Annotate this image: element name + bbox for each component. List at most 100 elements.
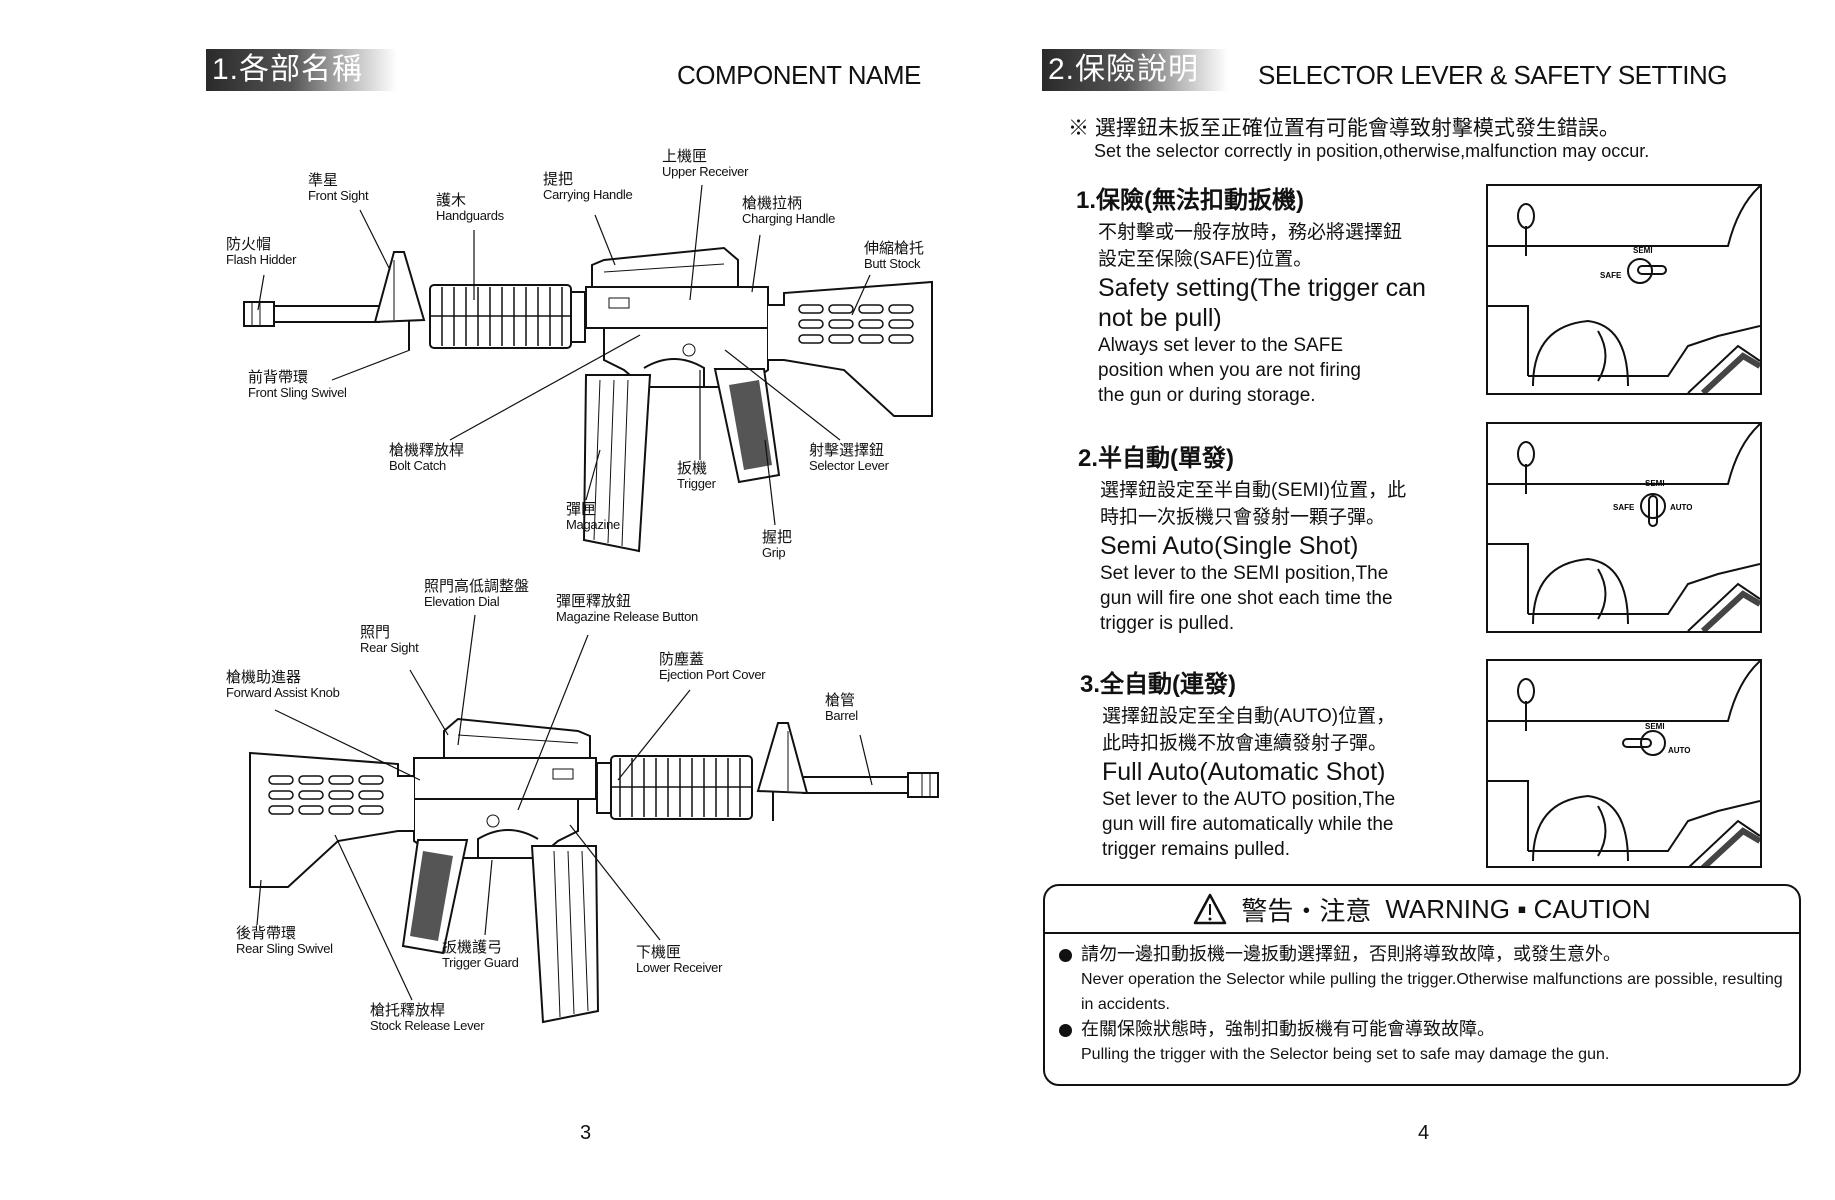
section-zh-line: 設定至保險(SAFE)位置。 — [1098, 249, 1313, 270]
label-zh: 扳機 — [677, 460, 708, 477]
bullet-icon — [1059, 948, 1072, 962]
warning-title: 警告・注意 WARNING ▪ CAUTION — [1045, 886, 1799, 934]
label-en: Rear Sight — [360, 639, 419, 655]
section-zh-line: 不射擊或一般存放時，務必將選擇鈕 — [1098, 222, 1403, 243]
label-zh: 彈匣 — [566, 501, 597, 518]
section-zh-line: 此時扣扳機不放會連續發射子彈。 — [1102, 733, 1388, 754]
section-en-heading: Full Auto(Automatic Shot) — [1102, 758, 1386, 786]
label-zh: 伸縮槍托 — [864, 240, 925, 257]
mark-safe: SAFE — [1600, 271, 1622, 280]
section-zh-line: 選擇鈕設定至半自動(SEMI)位置，此 — [1100, 480, 1407, 501]
lower-receiver-illustration: SEMI SAFE AUTO — [1488, 423, 1762, 634]
warning-title-zh: 警告・注意 — [1241, 895, 1372, 926]
label-en: Butt Stock — [864, 255, 921, 271]
section-en-line: gun will fire one shot each time the — [1100, 588, 1393, 609]
label-zh: 提把 — [543, 171, 574, 188]
label-zh: 護木 — [436, 192, 467, 209]
label-en: Magazine — [566, 516, 620, 532]
mark-safe: SAFE — [1613, 503, 1635, 512]
warning-item-en: Pulling the trigger with the Selector be… — [1081, 1046, 1610, 1063]
section-en-heading: Semi Auto(Single Shot) — [1100, 532, 1359, 560]
label-zh: 槍機助進器 — [226, 669, 302, 686]
note-en: Set the selector correctly in position,o… — [1094, 141, 1650, 161]
label-en: Front Sling Swivel — [248, 384, 347, 400]
label-zh: 槍機拉柄 — [742, 195, 803, 212]
page-title-selector-safety: SELECTOR LEVER & SAFETY SETTING — [1258, 60, 1728, 90]
warning-triangle-icon — [1194, 893, 1227, 925]
section-heading: 2.半自動(單發) — [1078, 445, 1234, 472]
section-en-line: Set lever to the AUTO position,The — [1102, 789, 1396, 810]
label-en: Rear Sling Swivel — [236, 940, 333, 956]
section-en-line: Set lever to the SEMI position,The — [1100, 563, 1389, 584]
label-en: Grip — [762, 544, 786, 560]
label-en: Bolt Catch — [389, 457, 446, 473]
rifle-diagrams — [243, 184, 939, 1023]
label-zh: 防塵蓋 — [659, 651, 705, 668]
page-number-right: 4 — [1418, 1122, 1430, 1144]
section-zh-line: 時扣一次扳機只會發射一顆子彈。 — [1100, 507, 1386, 528]
label-zh: 前背帶環 — [248, 369, 309, 386]
label-en: Charging Handle — [742, 210, 836, 226]
mark-semi: SEMI — [1633, 246, 1653, 255]
section-en-heading: Safety setting(The trigger can — [1098, 274, 1426, 302]
warning-title-en: WARNING ▪ CAUTION — [1385, 893, 1651, 924]
label-en: Stock Release Lever — [370, 1017, 485, 1033]
section-en-line: the gun or during storage. — [1098, 385, 1316, 406]
label-en: Front Sight — [308, 187, 369, 203]
warning-text: 在關保險狀態時，強制扣動扳機有可能會導致故障。 — [1081, 1019, 1495, 1039]
selector-figure-safe: SEMI SAFE — [1486, 184, 1762, 396]
section-en-line: position when you are not firing — [1098, 360, 1361, 381]
warning-item-zh: 在關保險狀態時，強制扣動扳機有可能會導致故障。 — [1059, 1017, 1785, 1042]
section-en-line: Always set lever to the SAFE — [1098, 335, 1343, 356]
warning-box: 警告・注意 WARNING ▪ CAUTION 請勿一邊扣動扳機一邊扳動選擇鈕，… — [1043, 884, 1801, 1086]
section-en-line: trigger remains pulled. — [1102, 839, 1290, 860]
label-en: Magazine Release Button — [556, 608, 698, 624]
label-zh: 槍管 — [825, 692, 856, 709]
page-number-left: 3 — [580, 1122, 592, 1144]
label-zh: 槍機釋放桿 — [389, 442, 465, 459]
label-zh: 照門高低調整盤 — [424, 578, 530, 595]
note-zh: ※ 選擇鈕未扳至正確位置有可能會導致射擊模式發生錯誤。 — [1068, 117, 1620, 140]
label-en: Flash Hidder — [226, 251, 297, 267]
section-banner-component-name: 1.各部名稱 — [206, 49, 397, 91]
warning-item-zh: 請勿一邊扣動扳機一邊扳動選擇鈕，否則將導致故障，或發生意外。 — [1059, 942, 1785, 967]
label-zh: 防火帽 — [226, 236, 272, 253]
label-en: Handguards — [436, 207, 504, 223]
mark-auto: AUTO — [1668, 746, 1691, 755]
selector-figure-auto: SEMI AUTO — [1486, 659, 1762, 871]
label-en: Trigger — [677, 475, 716, 491]
label-zh: 握把 — [762, 529, 793, 546]
label-zh: 下機匣 — [636, 944, 682, 961]
page-title-component-name: COMPONENT NAME — [677, 60, 921, 90]
label-en: Lower Receiver — [636, 959, 723, 975]
label-zh: 後背帶環 — [236, 925, 297, 942]
label-zh: 彈匣釋放鈕 — [556, 593, 632, 610]
section-heading: 1.保險(無法扣動扳機) — [1076, 187, 1304, 214]
label-en: Forward Assist Knob — [226, 684, 340, 700]
bullet-icon — [1059, 1023, 1072, 1037]
label-en: Carrying Handle — [543, 186, 633, 202]
label-zh: 照門 — [360, 624, 391, 641]
section-semi: 2.半自動(單發) 選擇鈕設定至半自動(SEMI)位置，此 時扣一次扳機只會發射… — [1078, 438, 1406, 636]
label-zh: 上機匣 — [662, 148, 708, 165]
section-banner-safety: 2.保險說明 — [1042, 49, 1228, 91]
mark-semi: SEMI — [1645, 479, 1665, 488]
mark-auto: AUTO — [1670, 503, 1693, 512]
section-zh-line: 選擇鈕設定至全自動(AUTO)位置， — [1102, 706, 1396, 727]
